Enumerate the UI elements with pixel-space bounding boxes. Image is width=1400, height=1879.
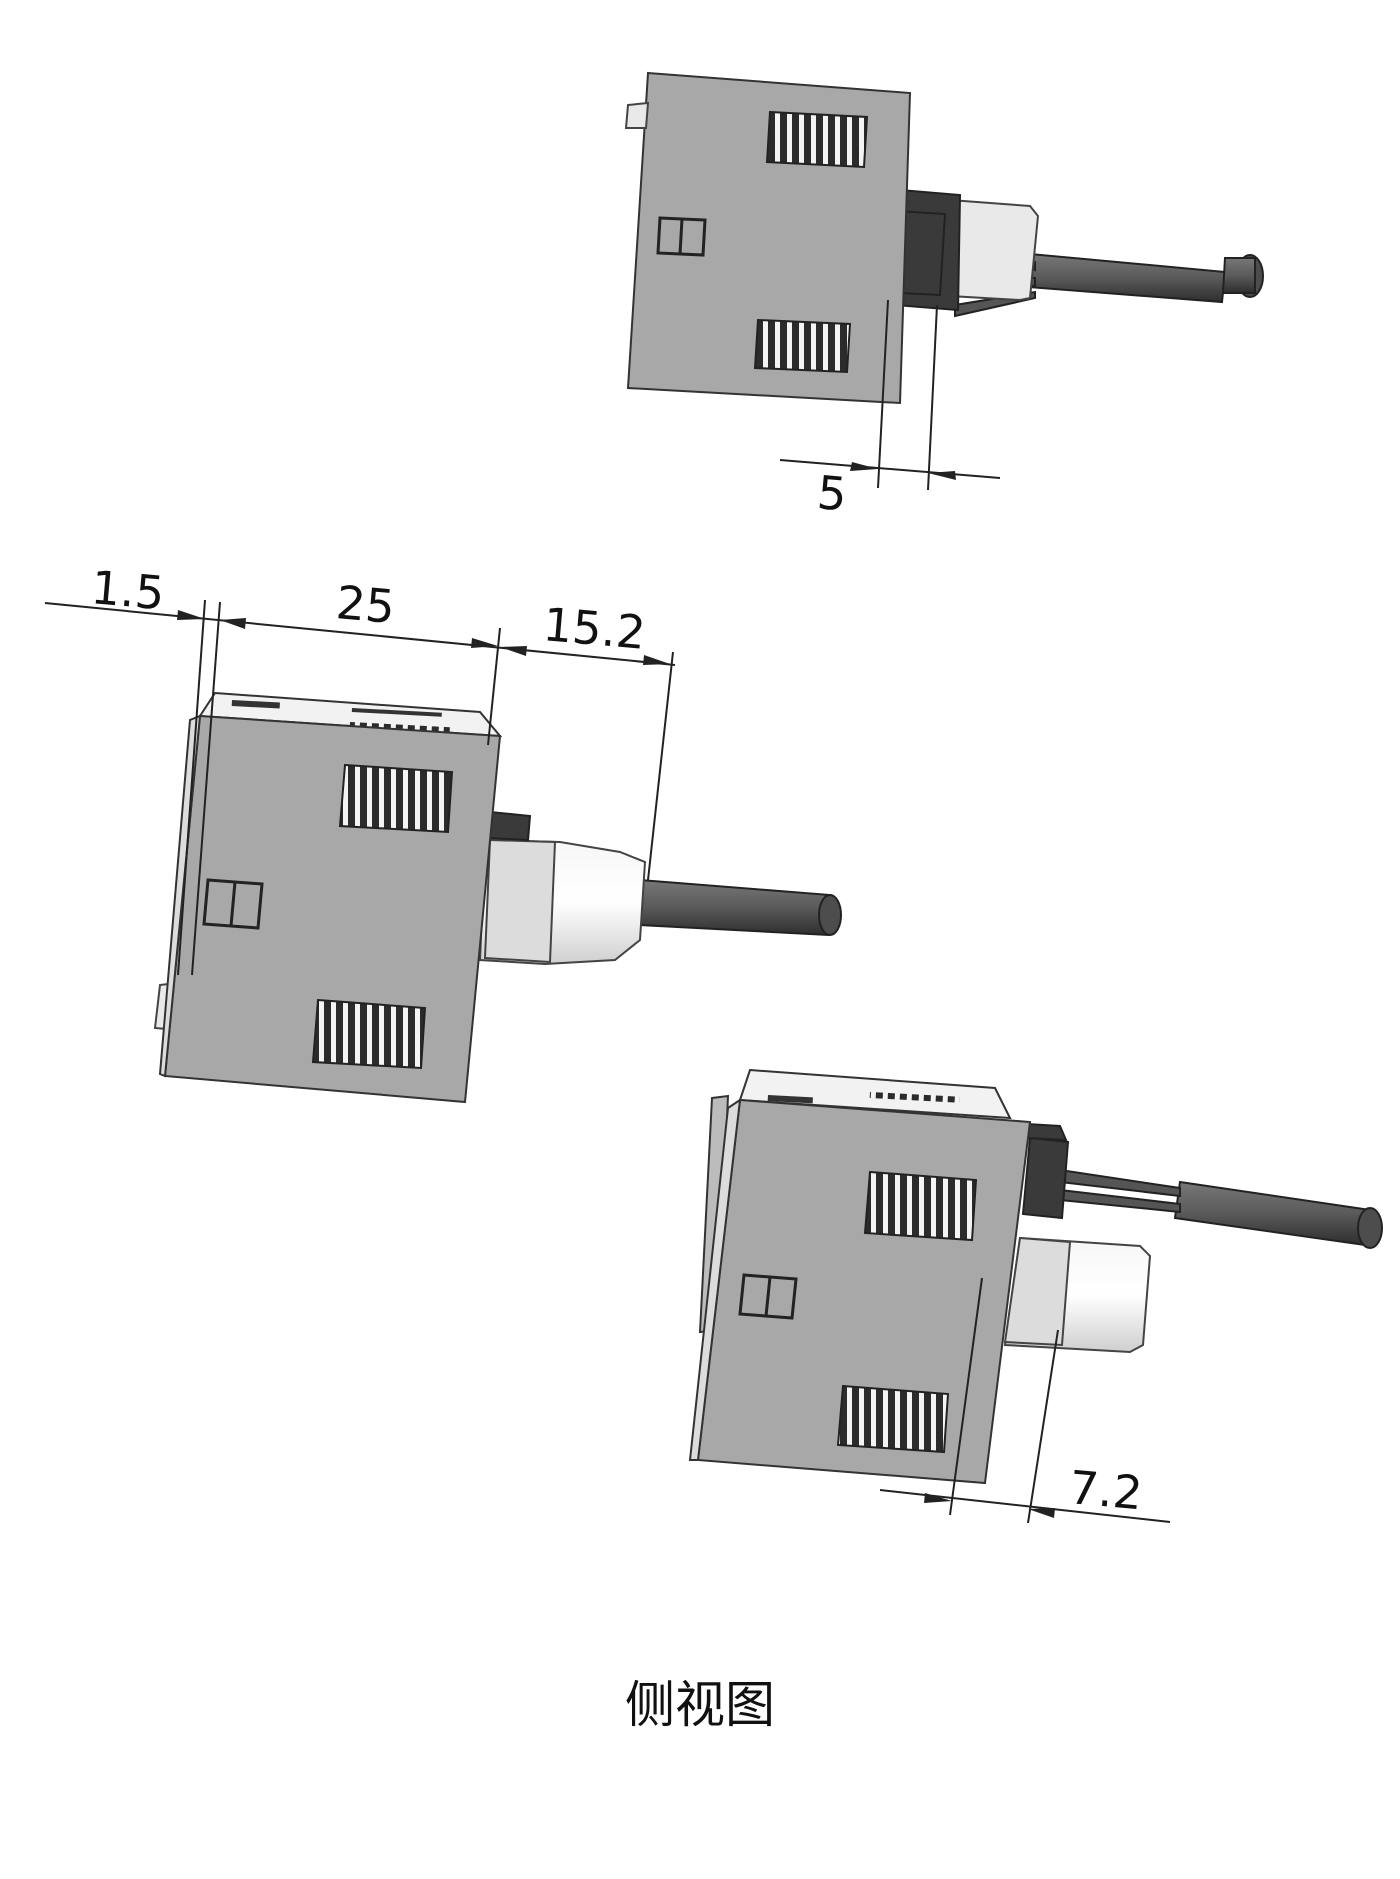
- dimension-label-5: 5: [815, 465, 849, 521]
- figure-caption: 侧视图: [625, 1676, 775, 1734]
- right-view-window: [738, 1273, 798, 1320]
- left-view-cable: [639, 878, 832, 937]
- dimension-label-1-5: 1.5: [89, 560, 167, 620]
- left-view-window: [202, 878, 264, 930]
- left-view-vent-upper: [338, 763, 454, 834]
- dimension-label-15-2: 15.2: [541, 597, 648, 660]
- right-view-dimension-7-2: [879, 1277, 1171, 1524]
- dimension-label-7-2: 7.2: [1067, 1460, 1145, 1520]
- top-view: [624, 71, 1264, 491]
- top-view-dimension-5: [779, 299, 1001, 491]
- right-view-cable-end: [1357, 1207, 1383, 1249]
- top-view-white-housing: [949, 198, 1040, 302]
- right-view-plug: [1021, 1136, 1070, 1220]
- left-view: [44, 599, 842, 1104]
- right-view: [688, 1068, 1383, 1524]
- top-view-side-tab: [624, 101, 650, 129]
- left-view-dimensions: [44, 599, 676, 976]
- top-view-vent-upper: [765, 110, 869, 169]
- right-view-vent-lower: [836, 1384, 950, 1454]
- dimension-label-25: 25: [334, 575, 397, 634]
- top-view-vent-lower: [753, 318, 852, 374]
- left-view-vent-lower: [311, 998, 427, 1070]
- right-view-cable: [1173, 1180, 1372, 1247]
- right-view-vent-upper: [863, 1170, 978, 1242]
- top-view-window: [656, 216, 707, 257]
- left-view-cable-end: [818, 894, 842, 936]
